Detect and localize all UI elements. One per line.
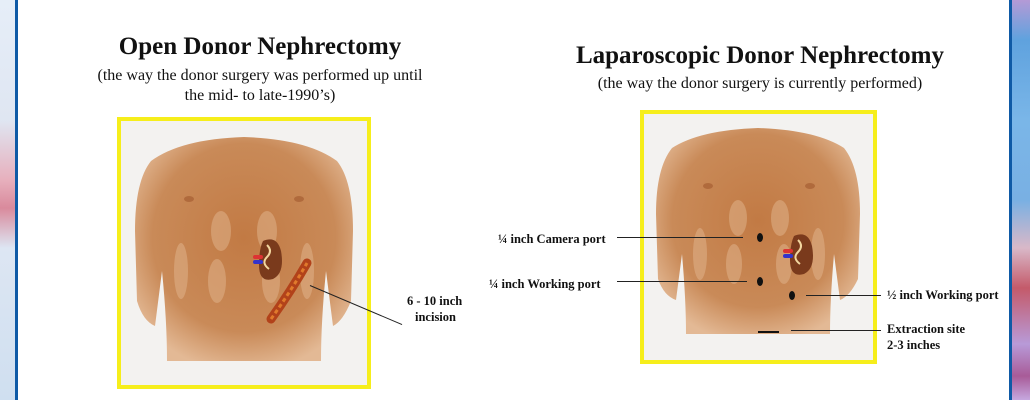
laparoscopic-nephrectomy-title: Laparoscopic Donor Nephrectomy xyxy=(575,42,945,69)
decorative-left-edge xyxy=(0,0,15,400)
extraction-site-pointer xyxy=(791,330,881,331)
working-port-dot-1 xyxy=(757,277,763,286)
decorative-right-edge xyxy=(1012,0,1030,400)
extraction-site-label-1: Extraction site xyxy=(887,322,966,336)
working-port-pointer-1 xyxy=(617,281,747,282)
torso-illustration-open xyxy=(135,137,353,361)
camera-port-label: ¼ inch Camera port xyxy=(498,232,606,246)
extraction-site-label-2: 2-3 inches xyxy=(887,338,941,352)
left-blue-border xyxy=(15,0,18,400)
camera-port-pointer xyxy=(617,237,743,238)
working-port-dot-2 xyxy=(789,291,795,300)
open-nephrectomy-illustration xyxy=(117,117,371,389)
incision-label-1: 6 - 10 inch xyxy=(407,294,463,308)
open-nephrectomy-subtitle-1: (the way the donor surgery was performed… xyxy=(97,67,423,84)
open-nephrectomy-title: Open Donor Nephrectomy xyxy=(118,33,402,60)
kidney-icon xyxy=(790,234,813,275)
working-port-label-2: ½ inch Working port xyxy=(887,288,999,302)
working-port-label-1: ¼ inch Working port xyxy=(489,277,601,291)
working-port-pointer-2 xyxy=(806,295,881,296)
torso-illustration-laparoscopic xyxy=(656,128,860,334)
right-blue-border xyxy=(1009,0,1012,400)
camera-port-dot xyxy=(757,233,763,242)
incision-icon xyxy=(266,258,312,324)
laparoscopic-nephrectomy-subtitle: (the way the donor surgery is currently … xyxy=(597,75,923,92)
incision-label-2: incision xyxy=(415,310,456,324)
kidney-icon xyxy=(259,239,282,280)
open-nephrectomy-subtitle-2: the mid- to late-1990’s) xyxy=(184,87,336,104)
